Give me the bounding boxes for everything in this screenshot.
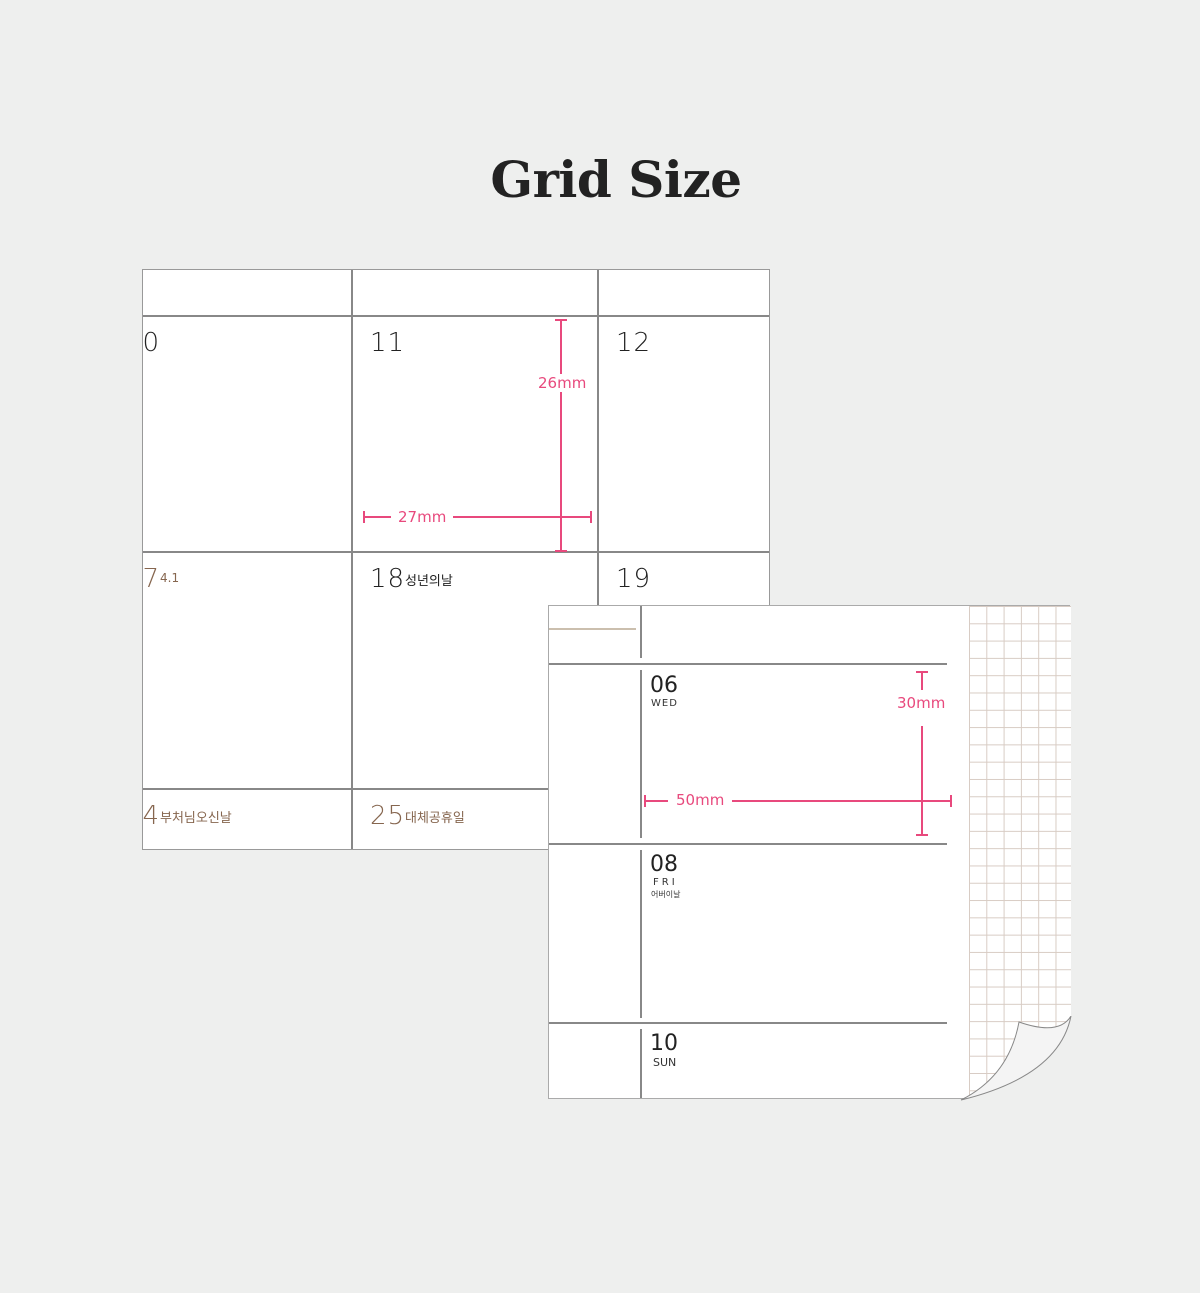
measure-cap [916,834,928,836]
divider [640,1029,642,1098]
day-date: 10 [650,1031,678,1056]
divider [640,670,642,838]
height-measure-line [921,672,923,836]
measure-cap [644,795,646,807]
height-label: 26mm [536,374,589,392]
divider [597,270,599,849]
date-cell: 25 [370,801,406,831]
divider [549,843,947,845]
measure-cap [363,511,365,523]
lunar-date: 4.1 [160,571,180,585]
day-weekday: SUN [653,1056,677,1069]
height-measure-line [560,320,562,552]
day-weekday: WED [651,698,678,709]
date-cell: 10 [142,328,161,358]
width-measure-line [363,516,591,518]
height-label: 30mm [895,690,948,726]
width-label: 50mm [668,791,733,809]
divider [549,628,636,630]
divider [549,1022,947,1024]
holiday-note: 부처님오신날 [160,811,232,826]
holiday-note: 어버이날 [651,890,681,899]
divider [640,606,642,658]
divider [351,270,353,849]
graph-paper-grid [969,606,1071,1100]
holiday-note: 성년의날 [405,574,453,589]
page-title: Grid Size [490,150,742,209]
divider [143,315,769,317]
measure-cap [916,671,928,673]
measure-cap [950,795,952,807]
width-label: 27mm [391,508,454,526]
measure-cap [555,319,567,321]
date-cell: 24 [142,801,161,831]
divider [143,551,769,553]
date-cell: 19 [616,564,652,594]
day-date: 08 [650,852,678,877]
date-cell: 12 [616,328,652,358]
width-measure-line [644,800,951,802]
date-cell: 18 [370,564,406,594]
monthly-grid-sample: 10 11 12 17 4.1 18 성년의날 19 24 부처님오신날 25 … [142,269,770,850]
weekly-grid-sample: 06 WED 08 FRI 어버이날 10 SUN 30mm 50mm [548,605,1072,1101]
day-date: 06 [650,673,678,698]
measure-cap [555,550,567,552]
holiday-note: 대체공휴일 [405,811,465,826]
divider [143,788,769,790]
date-cell: 11 [370,328,406,358]
page-curl-icon [960,1016,1072,1101]
divider [640,850,642,1018]
day-weekday: FRI [653,877,678,888]
measure-cap [590,511,592,523]
date-cell: 17 [142,564,161,594]
divider [549,663,947,665]
